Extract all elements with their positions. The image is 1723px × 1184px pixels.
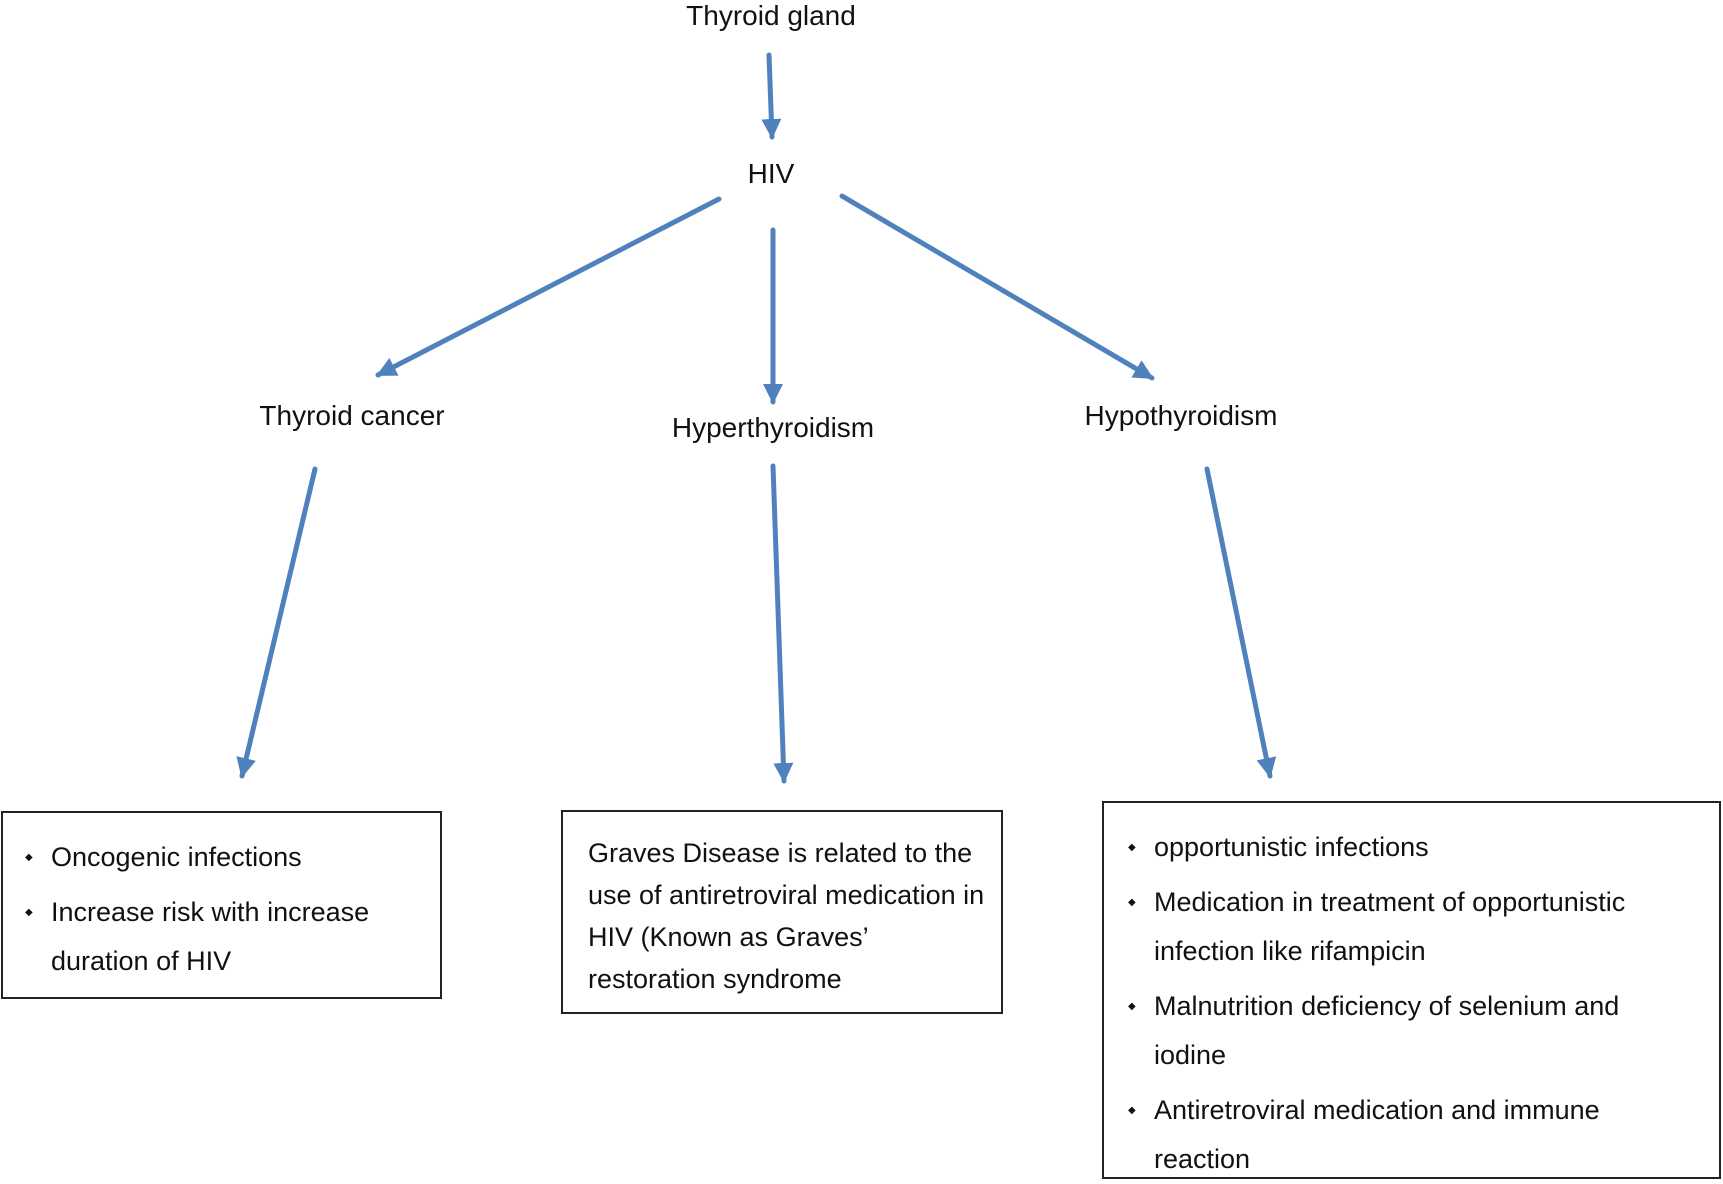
arrow-root-to-hiv: [761, 52, 782, 140]
list-item: Increase risk with increase duration of …: [21, 888, 426, 986]
box-thyroid-cancer: Oncogenic infections Increase risk with …: [1, 811, 442, 999]
hyper-cause-text: Graves Disease is related to the use of …: [588, 838, 985, 994]
node-thyroid-cancer: Thyroid cancer: [259, 400, 445, 431]
node-hypothyroidism: Hypothyroidism: [1084, 400, 1278, 431]
box-hyperthyroidism: Graves Disease is related to the use of …: [561, 810, 1003, 1014]
list-item: Medication in treatment of opportunistic…: [1124, 878, 1689, 976]
arrow-cancer-to-box: [236, 466, 318, 779]
list-item: Oncogenic infections: [21, 833, 426, 882]
list-item: Antiretroviral medication and immune rea…: [1124, 1086, 1689, 1184]
arrow-hypo-to-box: [1204, 466, 1277, 779]
box-hypothyroidism: opportunistic infections Medication in t…: [1102, 801, 1721, 1179]
hypo-causes-list: opportunistic infections Medication in t…: [1124, 823, 1689, 1184]
cancer-causes-list: Oncogenic infections Increase risk with …: [21, 833, 426, 986]
list-item: opportunistic infections: [1124, 823, 1689, 872]
arrow-hiv-to-cancer: [375, 196, 722, 378]
list-item: Malnutrition deficiency of selenium and …: [1124, 982, 1689, 1080]
arrow-hiv-to-hypo: [839, 193, 1155, 381]
node-hiv: HIV: [747, 158, 795, 189]
node-thyroid-gland: Thyroid gland: [686, 0, 856, 31]
node-hyperthyroidism: Hyperthyroidism: [671, 412, 875, 443]
arrow-hyper-to-box: [770, 463, 794, 784]
